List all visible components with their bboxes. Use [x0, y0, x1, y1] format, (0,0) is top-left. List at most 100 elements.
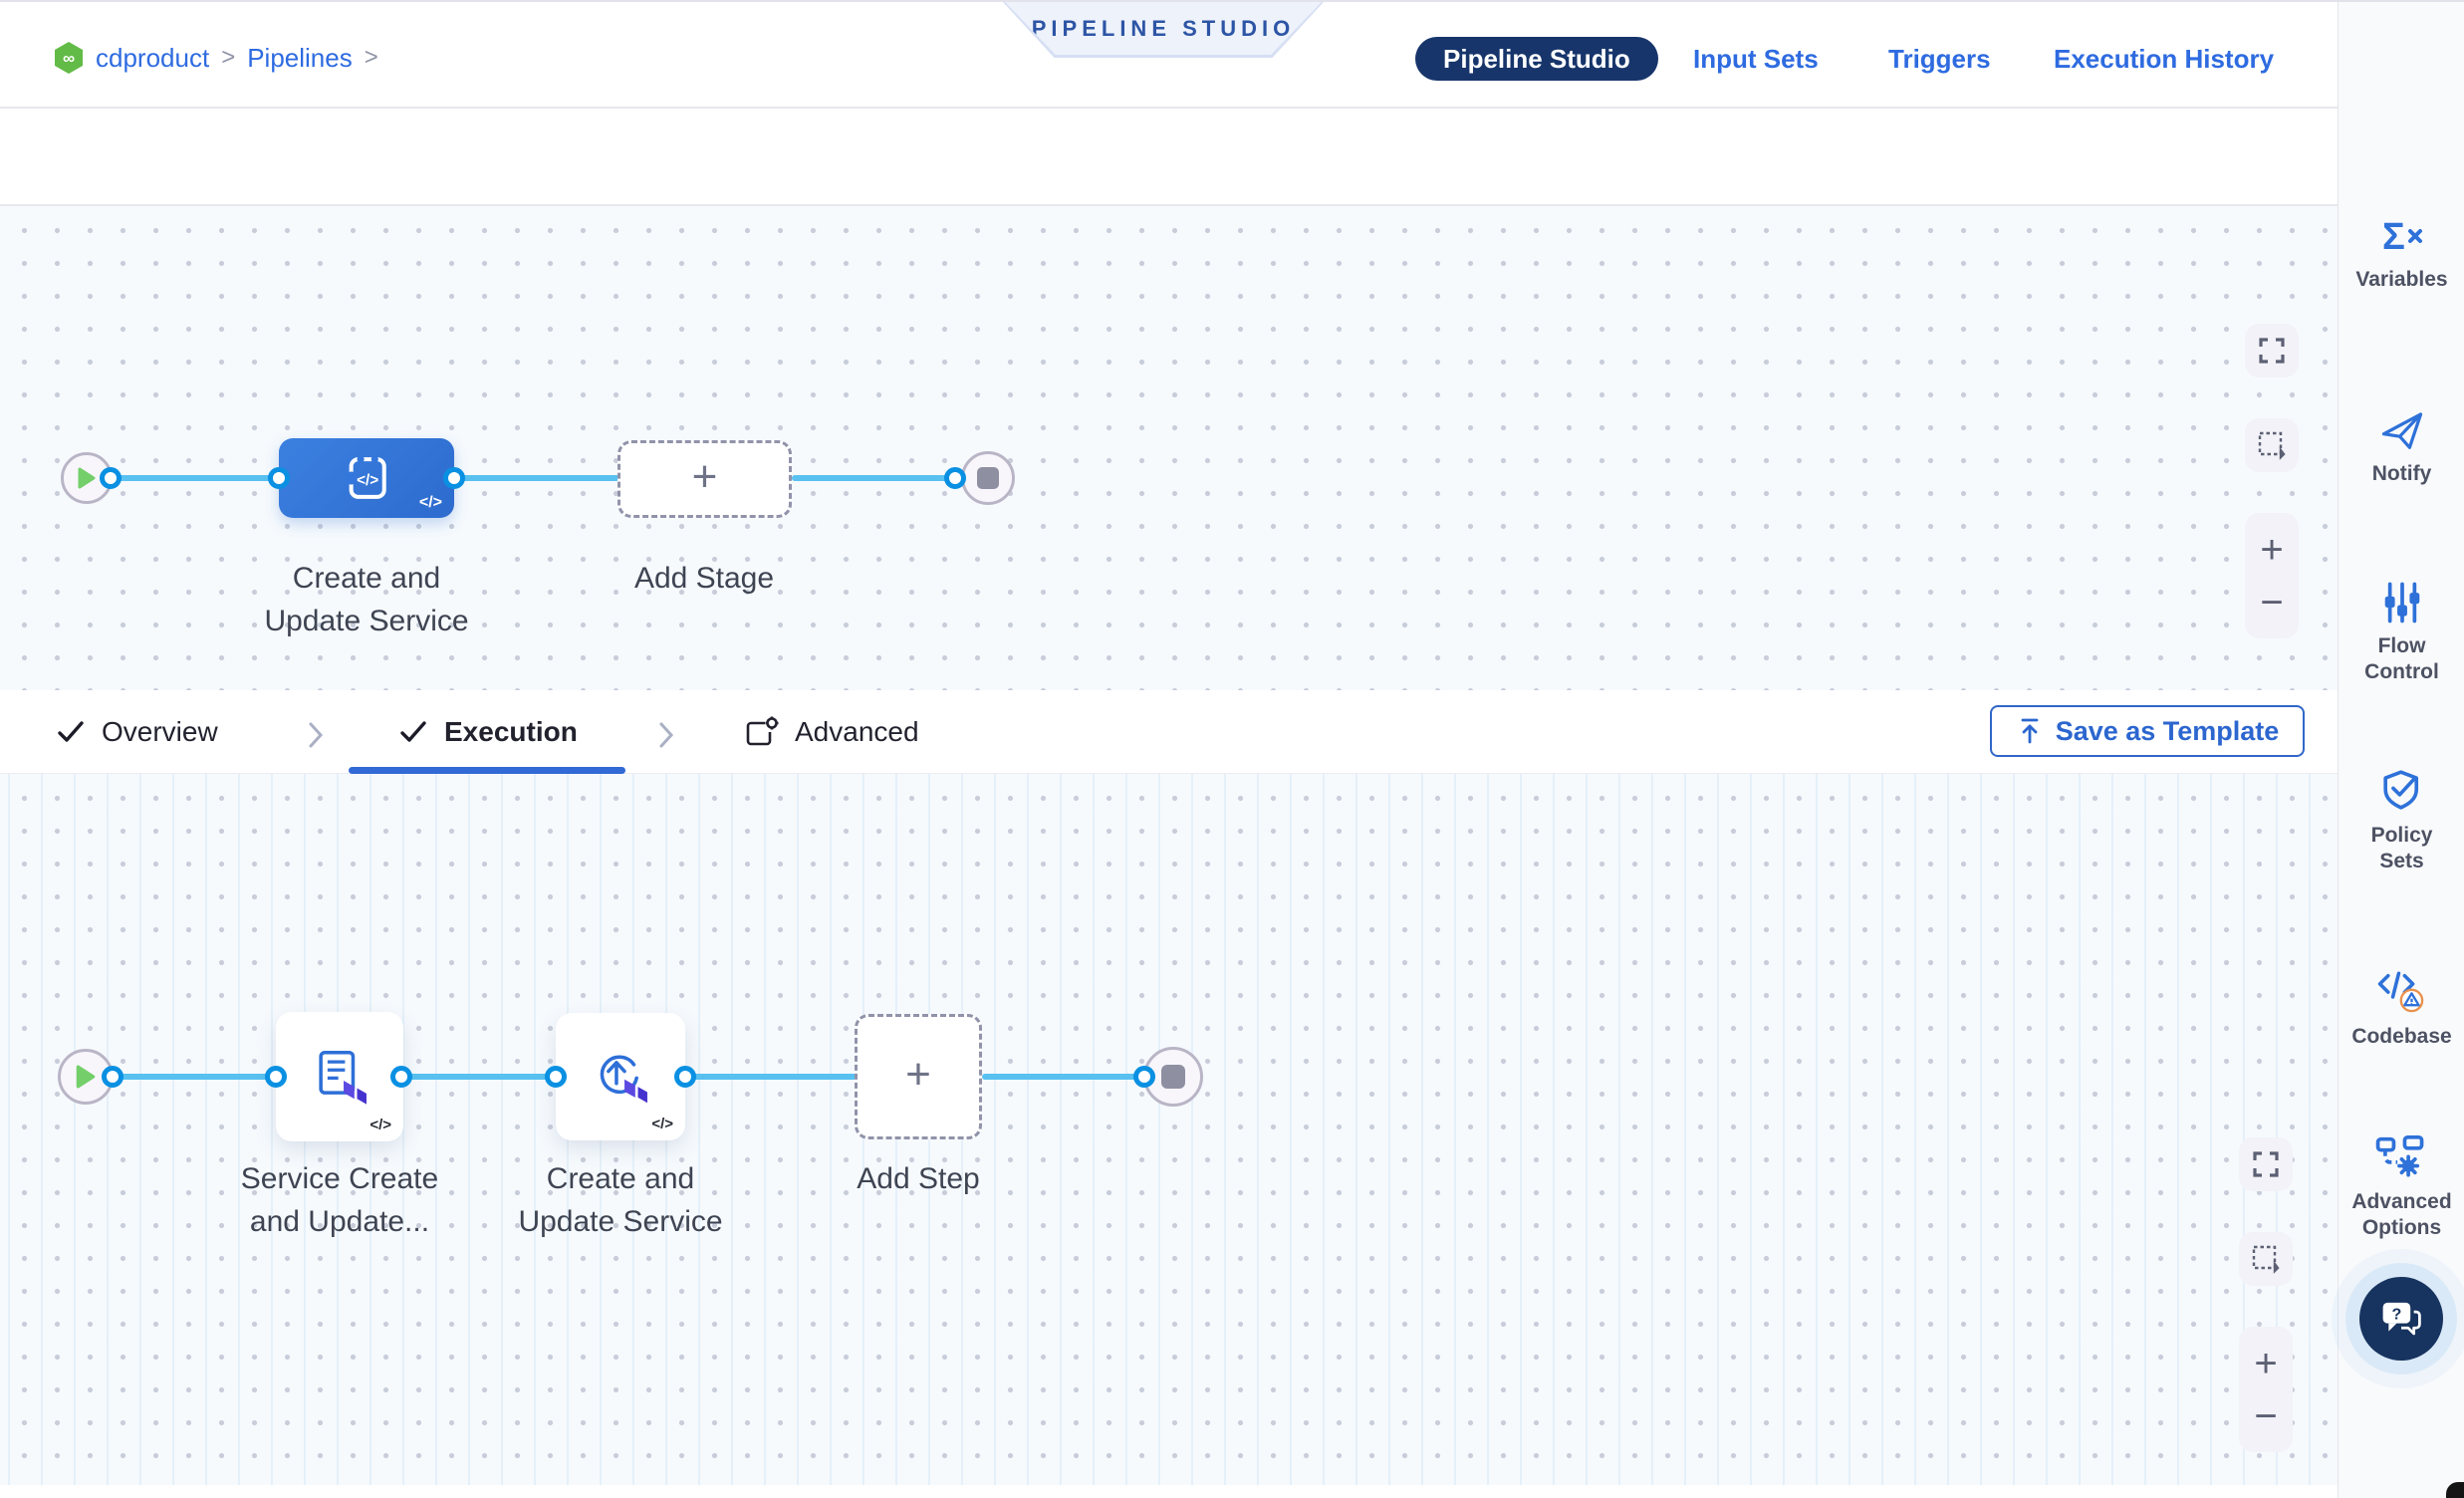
- zoom-out-button[interactable]: −: [2254, 1393, 2278, 1438]
- tab-execution-history[interactable]: Execution History: [2054, 44, 2275, 74]
- step1-label[interactable]: Service Create and Update...: [240, 1162, 439, 1238]
- zoom-in-button[interactable]: +: [2254, 1341, 2278, 1385]
- tab-overview[interactable]: Overview: [56, 716, 218, 748]
- fullscreen-icon: [2259, 338, 2285, 364]
- codebase-icon: [2377, 971, 2423, 1013]
- tab-pipeline-studio[interactable]: Pipeline Studio: [1415, 37, 1658, 81]
- check-icon: [400, 721, 426, 742]
- manifest-terraform-icon: [319, 1050, 367, 1105]
- harness-logo-icon: ∞: [55, 42, 83, 74]
- rolling-update-terraform-icon: [600, 1055, 647, 1104]
- chevron-right-icon: [659, 722, 674, 748]
- stage-canvas[interactable]: </> </> + Create and Update Service Add …: [0, 206, 2338, 690]
- sidebar-item-flow-control[interactable]: Flow Control: [2339, 582, 2464, 685]
- breadcrumb: ∞ cdproduct > Pipelines >: [54, 42, 378, 74]
- pipeline-end-node[interactable]: [961, 451, 1015, 505]
- stop-square-icon: [977, 467, 999, 489]
- tab-input-sets[interactable]: Input Sets: [1693, 44, 1819, 74]
- multi-select-button[interactable]: [2245, 418, 2299, 472]
- fullscreen-button[interactable]: [2239, 1137, 2293, 1191]
- edge-start-step1: [113, 1074, 278, 1080]
- zoom-in-button[interactable]: +: [2260, 527, 2284, 572]
- start-play-icon: [76, 1065, 96, 1089]
- port-dot[interactable]: [102, 1066, 123, 1088]
- header-breadcrumb-row: ∞ cdproduct > Pipelines > PIPELINE STUDI…: [0, 2, 2338, 109]
- step2-label[interactable]: Create and Update Service: [518, 1162, 723, 1238]
- marquee-select-icon: [2252, 1245, 2280, 1274]
- help-chat-button[interactable]: ?: [2359, 1277, 2443, 1361]
- start-play-icon: [78, 467, 96, 489]
- port-dot[interactable]: [268, 467, 290, 489]
- sidebar-item-policy-sets[interactable]: Policy Sets: [2339, 769, 2464, 874]
- edge-addstep-end: [982, 1074, 1141, 1080]
- stage-label[interactable]: Create and Update Service: [264, 562, 469, 637]
- execution-tab-underline: [349, 767, 625, 774]
- breadcrumb-pipelines[interactable]: Pipelines: [247, 42, 353, 73]
- sidebar-item-codebase[interactable]: Codebase: [2339, 968, 2464, 1050]
- variables-sigma-icon: Σ: [2382, 216, 2422, 257]
- port-dot[interactable]: [1133, 1066, 1155, 1088]
- edge-start-stage: [111, 475, 280, 481]
- add-step-button[interactable]: +: [855, 1014, 982, 1139]
- edge-step1-step2: [401, 1074, 558, 1080]
- pipeline-start-node[interactable]: [61, 452, 113, 504]
- step-node-service-create-update[interactable]: </>: [276, 1012, 403, 1141]
- port-dot[interactable]: [100, 467, 122, 489]
- sidebar-item-advanced-options[interactable]: Advanced Options: [2339, 1135, 2464, 1241]
- svg-text:∞: ∞: [63, 49, 75, 68]
- zoom-controls: + −: [2245, 513, 2299, 638]
- step-code-badge: </>: [370, 1117, 391, 1133]
- step-code-badge: </>: [651, 1116, 673, 1132]
- port-dot[interactable]: [674, 1066, 696, 1088]
- sidebar-item-variables[interactable]: Σ Variables: [2339, 213, 2464, 293]
- fullscreen-button[interactable]: [2245, 324, 2299, 377]
- port-dot[interactable]: [265, 1066, 287, 1088]
- zoom-out-button[interactable]: −: [2260, 580, 2284, 624]
- port-dot[interactable]: [545, 1066, 567, 1088]
- pipeline-studio-banner: PIPELINE STUDIO: [1003, 2, 1324, 58]
- fullscreen-icon: [2253, 1151, 2279, 1177]
- custom-stage-icon: </>: [345, 455, 386, 499]
- step-node-create-update-service[interactable]: </>: [556, 1013, 685, 1140]
- plus-icon: +: [905, 1050, 931, 1099]
- add-stage-label[interactable]: Add Stage: [633, 562, 775, 595]
- stage-code-badge: </>: [418, 494, 442, 511]
- edge-stage-addstage: [454, 475, 619, 481]
- execution-step-canvas[interactable]: </> </> + Service Create and Update...: [0, 774, 2338, 1485]
- flow-control-sliders-icon: [2384, 582, 2419, 624]
- right-sidebar: Σ Variables Notify Flow Control: [2338, 2, 2464, 1498]
- header-title-row: Onboarding Service VISUAL YAML Save Disc…: [0, 109, 2338, 297]
- edge-addstage-end: [792, 475, 956, 481]
- plus-icon: +: [691, 452, 718, 501]
- svg-text:Σ: Σ: [2382, 216, 2405, 257]
- stage-config-tabbar: Overview Execution Advanced Save as Temp…: [0, 690, 2338, 774]
- marquee-select-icon: [2258, 431, 2286, 460]
- policy-shield-check-icon: [2382, 770, 2418, 810]
- bottom-right-corner: [2446, 1482, 2464, 1498]
- stage-node-create-update-service[interactable]: </> </>: [279, 438, 454, 518]
- tab-advanced[interactable]: Advanced: [745, 716, 919, 748]
- check-icon: [58, 721, 84, 742]
- advanced-options-icon: [2375, 1135, 2423, 1177]
- tab-execution[interactable]: Execution: [398, 716, 578, 748]
- add-step-label[interactable]: Add Step: [857, 1162, 980, 1195]
- save-as-template-button[interactable]: Save as Template: [1990, 705, 2305, 757]
- breadcrumb-separator: >: [221, 44, 236, 71]
- chevron-right-icon: [309, 722, 324, 748]
- bottom-strip: [0, 1485, 2338, 1498]
- sidebar-item-notify[interactable]: Notify: [2339, 409, 2464, 487]
- advanced-gear-box-icon: [746, 716, 779, 746]
- zoom-controls: + −: [2239, 1327, 2293, 1452]
- stop-square-icon: [1161, 1065, 1185, 1089]
- port-dot[interactable]: [944, 467, 966, 489]
- breadcrumb-project[interactable]: cdproduct: [96, 42, 210, 73]
- upload-icon: [2021, 718, 2039, 744]
- port-dot[interactable]: [390, 1066, 412, 1088]
- port-dot[interactable]: [443, 467, 465, 489]
- svg-text:</>: </>: [357, 472, 378, 489]
- multi-select-button[interactable]: [2239, 1232, 2293, 1286]
- add-stage-button[interactable]: +: [617, 440, 792, 518]
- notify-paper-plane-icon: [2381, 412, 2422, 449]
- tab-triggers[interactable]: Triggers: [1888, 44, 1991, 74]
